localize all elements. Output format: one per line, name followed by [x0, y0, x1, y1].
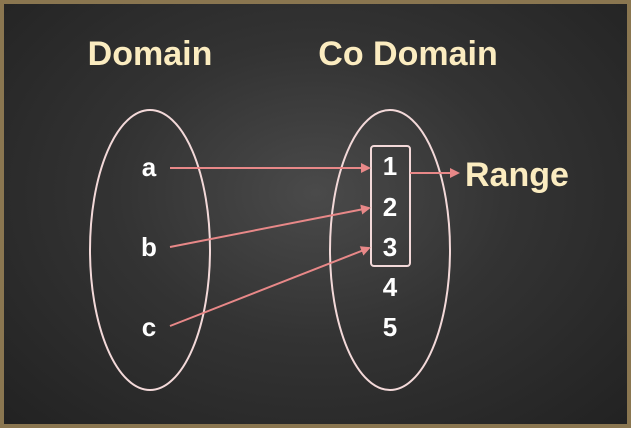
mapping-arrow-c-to-3: [169, 246, 371, 327]
domain-element: c: [142, 312, 156, 342]
range-label: Range: [465, 156, 569, 194]
mapping-arrow-b-to-2: [169, 204, 371, 248]
codomain-set-ellipse: [329, 109, 451, 391]
codomain-element: 1: [383, 151, 397, 181]
domain-set-ellipse: [89, 109, 211, 391]
range-box: [370, 145, 411, 267]
domain-heading: Domain: [88, 35, 213, 73]
codomain-element: 2: [383, 192, 397, 222]
domain-element: b: [141, 232, 157, 262]
codomain-heading: Co Domain: [318, 35, 497, 73]
codomain-element: 3: [383, 232, 397, 262]
domain-element: a: [142, 152, 157, 182]
codomain-element: 5: [383, 312, 397, 342]
codomain-element: 4: [383, 272, 398, 302]
